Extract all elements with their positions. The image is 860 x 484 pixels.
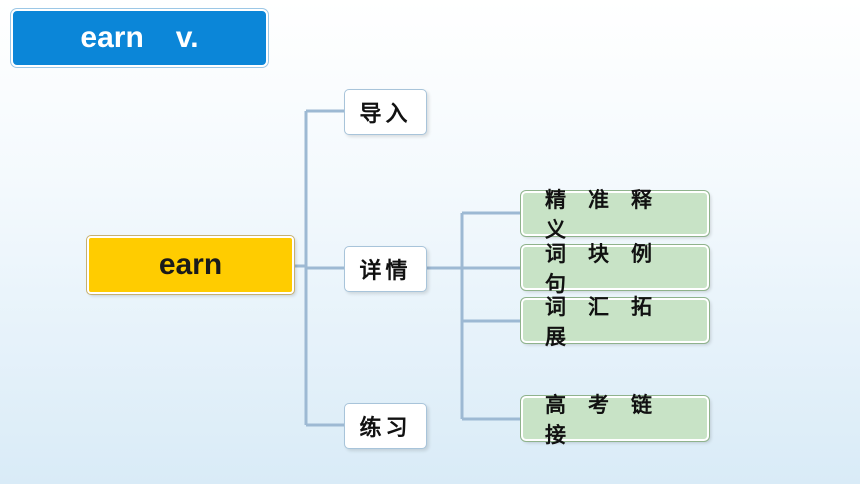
- root-node-earn[interactable]: earn: [87, 236, 294, 294]
- branch-practice-button[interactable]: 练习: [344, 403, 427, 449]
- branch-intro-button[interactable]: 导入: [344, 89, 427, 135]
- detail-precise-definition-button[interactable]: 精准释义: [521, 188, 709, 242]
- branch-details-button[interactable]: 详情: [344, 246, 427, 292]
- part-of-speech: v.: [175, 21, 199, 54]
- word-title: earn: [80, 21, 144, 54]
- detail-vocab-extension-button[interactable]: 词汇拓展: [521, 295, 709, 349]
- detail-chunk-examples-button[interactable]: 词块例句: [521, 242, 709, 296]
- detail-gaokao-link-button[interactable]: 高考链接: [521, 393, 709, 447]
- word-title-banner: earn v.: [11, 9, 268, 67]
